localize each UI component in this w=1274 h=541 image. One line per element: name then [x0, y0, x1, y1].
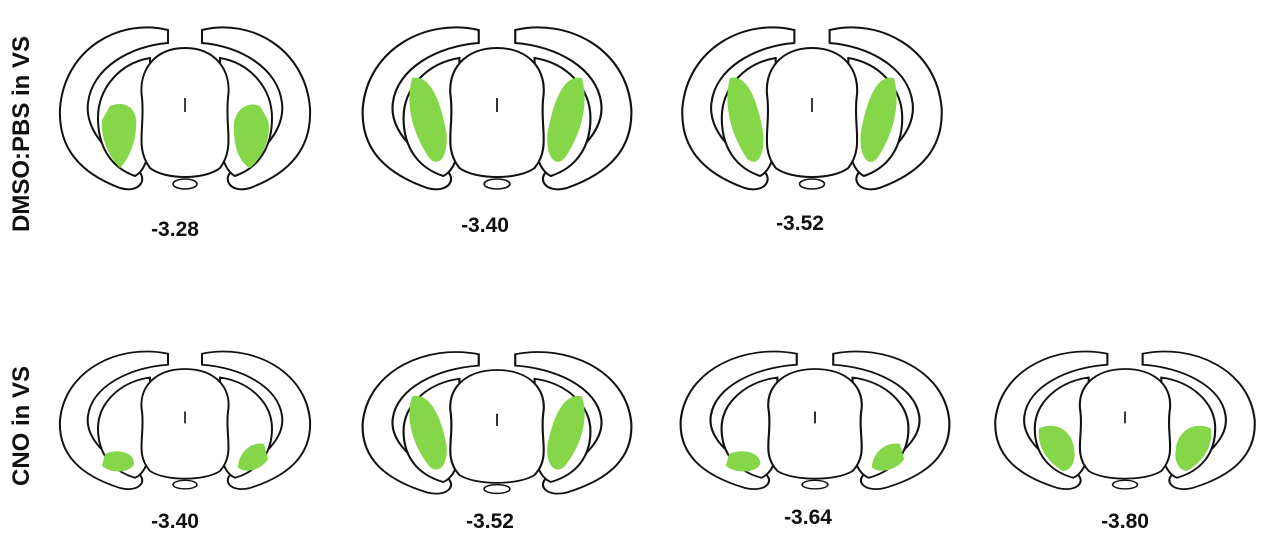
ventral-oval — [801, 479, 829, 490]
ventral-oval — [483, 178, 511, 190]
brain-outline-svg — [679, 350, 951, 490]
left-cortex — [361, 26, 480, 191]
brain-outline-svg — [681, 26, 943, 191]
coordinate-label-row2-1: -3.40 — [151, 510, 199, 533]
right-expression-area — [547, 395, 585, 470]
right-expression-area — [238, 443, 268, 471]
right-cortex — [828, 26, 943, 191]
coordinate-label-row1-3: -3.52 — [776, 212, 824, 235]
ventral-oval — [483, 483, 511, 495]
left-expression-area — [725, 451, 761, 472]
right-expression-area — [1175, 425, 1212, 471]
right-expression-area — [871, 443, 905, 471]
left-expression-area — [102, 451, 135, 472]
brain-section-row2-1 — [50, 335, 320, 505]
brain-section-row1-1 — [50, 8, 320, 208]
row-label-cno: CNO in VS — [8, 365, 35, 486]
right-expression-area — [860, 77, 897, 162]
central-body — [140, 368, 230, 480]
right-cortex — [514, 26, 633, 191]
right-cortex — [514, 351, 633, 495]
coordinate-label-row1-1: -3.28 — [151, 218, 199, 241]
left-cortex — [994, 350, 1109, 490]
brain-outline-svg — [361, 351, 633, 495]
brain-section-row2-3 — [670, 335, 960, 505]
left-expression-area — [1038, 425, 1075, 471]
ventral-oval — [798, 178, 826, 190]
central-body — [140, 46, 230, 178]
right-cortex — [201, 350, 312, 490]
left-expression-area — [727, 77, 764, 162]
left-cortex — [361, 351, 480, 495]
left-cortex — [681, 26, 796, 191]
right-cortex — [832, 350, 951, 490]
ventral-oval — [172, 178, 198, 190]
coordinate-label-row2-2: -3.52 — [466, 510, 514, 533]
brain-outline-svg — [58, 26, 312, 191]
brain-outline-svg — [994, 350, 1256, 490]
brain-section-row1-3 — [672, 8, 952, 208]
right-expression-area — [547, 77, 585, 162]
coordinate-label-row2-4: -3.80 — [1101, 510, 1149, 533]
brain-section-row1-2 — [352, 8, 642, 208]
brain-section-row2-2 — [352, 335, 642, 510]
right-cortex — [201, 26, 312, 191]
central-body — [767, 368, 863, 480]
central-body — [449, 369, 545, 484]
row-label-dmso-pbs: DMSO:PBS in VS — [8, 35, 35, 232]
brain-outline-svg — [58, 350, 312, 490]
central-body — [765, 46, 859, 178]
left-cortex — [58, 350, 169, 490]
left-cortex — [679, 350, 798, 490]
coordinate-label-row2-3: -3.64 — [784, 506, 832, 529]
ventral-oval — [1111, 479, 1139, 490]
central-body — [449, 46, 545, 178]
coordinate-label-row1-2: -3.40 — [461, 214, 509, 237]
left-expression-area — [409, 395, 447, 470]
right-expression-area — [233, 104, 269, 168]
left-expression-area — [409, 77, 447, 162]
ventral-oval — [172, 479, 198, 490]
left-expression-area — [101, 104, 137, 168]
left-cortex — [58, 26, 169, 191]
brain-outline-svg — [361, 26, 633, 191]
right-cortex — [1141, 350, 1256, 490]
brain-section-row2-4 — [985, 335, 1265, 505]
central-body — [1078, 368, 1172, 480]
